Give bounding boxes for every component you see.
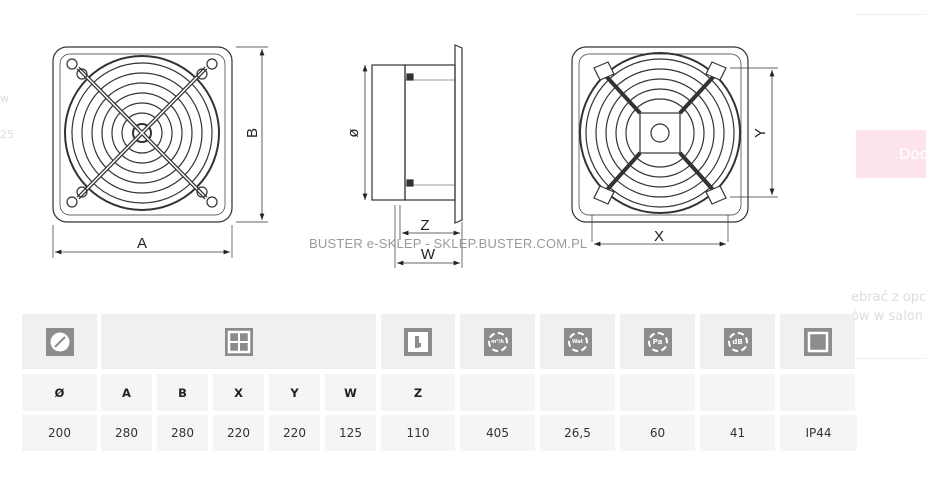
value-z: 110 (381, 415, 455, 451)
header-w: W (325, 374, 376, 411)
header-z: Z (381, 374, 455, 411)
value-b: 280 (157, 415, 208, 451)
airflow-icon-label: m³/h (487, 331, 508, 352)
pressure-icon: Pa (643, 327, 672, 356)
value-y: 220 (269, 415, 320, 451)
divider (856, 14, 926, 15)
noise-icon: dB (723, 327, 752, 356)
diameter-icon (45, 327, 74, 356)
icon-cell-diameter (22, 314, 97, 369)
pressure-icon-label: Pa (647, 331, 668, 352)
dimension-label-x: X (654, 228, 664, 245)
icon-cell-dimensions (101, 314, 376, 369)
icon-cell-depth (381, 314, 455, 369)
value-diameter: 200 (22, 415, 97, 451)
dimension-label-b: B (244, 128, 261, 138)
header-empty (780, 374, 855, 411)
header-b: B (157, 374, 208, 411)
watermark: BUSTER e-SKLEP - SKLEP.BUSTER.COM.PL (309, 236, 588, 251)
value-w: 125 (325, 415, 376, 451)
header-empty (620, 374, 695, 411)
side-view-drawing (362, 44, 463, 268)
value-a: 280 (101, 415, 152, 451)
icon-cell-noise: dB (700, 314, 775, 369)
header-x: X (213, 374, 264, 411)
header-diameter: Ø (22, 374, 97, 411)
depth-icon (404, 327, 432, 356)
header-empty (700, 374, 775, 411)
power-icon: Wat (563, 327, 592, 356)
divider (856, 358, 926, 359)
value-power: 26,5 (540, 415, 615, 451)
dimension-label-z: Z (420, 217, 429, 234)
icon-cell-pressure: Pa (620, 314, 695, 369)
header-empty (540, 374, 615, 411)
front-view-drawing (52, 46, 268, 258)
add-to-cart-label: Dod (899, 145, 926, 163)
value-pressure: 60 (620, 415, 695, 451)
icon-cell-ip (780, 314, 855, 369)
clipped-text: 25 (0, 128, 14, 141)
pickup-info-text: ebrać z opc (851, 290, 926, 305)
diameter-label: ø (345, 128, 362, 137)
header-empty (460, 374, 535, 411)
add-to-cart-button[interactable]: Dod (856, 130, 926, 178)
dimension-label-a: A (137, 235, 147, 252)
ip-rating-icon (803, 327, 832, 356)
rear-view-drawing (571, 46, 778, 247)
value-noise: 41 (700, 415, 775, 451)
fan-technical-drawings: A B ø Z W X Y (52, 44, 778, 268)
clipped-text: w (0, 92, 9, 105)
airflow-icon: m³/h (483, 327, 512, 356)
header-a: A (101, 374, 152, 411)
value-ip-rating: IP44 (780, 415, 857, 451)
dimension-label-w: W (421, 246, 436, 263)
power-icon-label: Wat (567, 331, 588, 352)
pickup-info-text: ów w salon (851, 309, 924, 324)
icon-cell-airflow: m³/h (460, 314, 535, 369)
value-airflow: 405 (460, 415, 535, 451)
icon-cell-power: Wat (540, 314, 615, 369)
value-x: 220 (213, 415, 264, 451)
dimension-label-y: Y (752, 128, 769, 138)
dimensions-icon (224, 327, 253, 356)
noise-icon-label: dB (727, 331, 748, 352)
header-y: Y (269, 374, 320, 411)
